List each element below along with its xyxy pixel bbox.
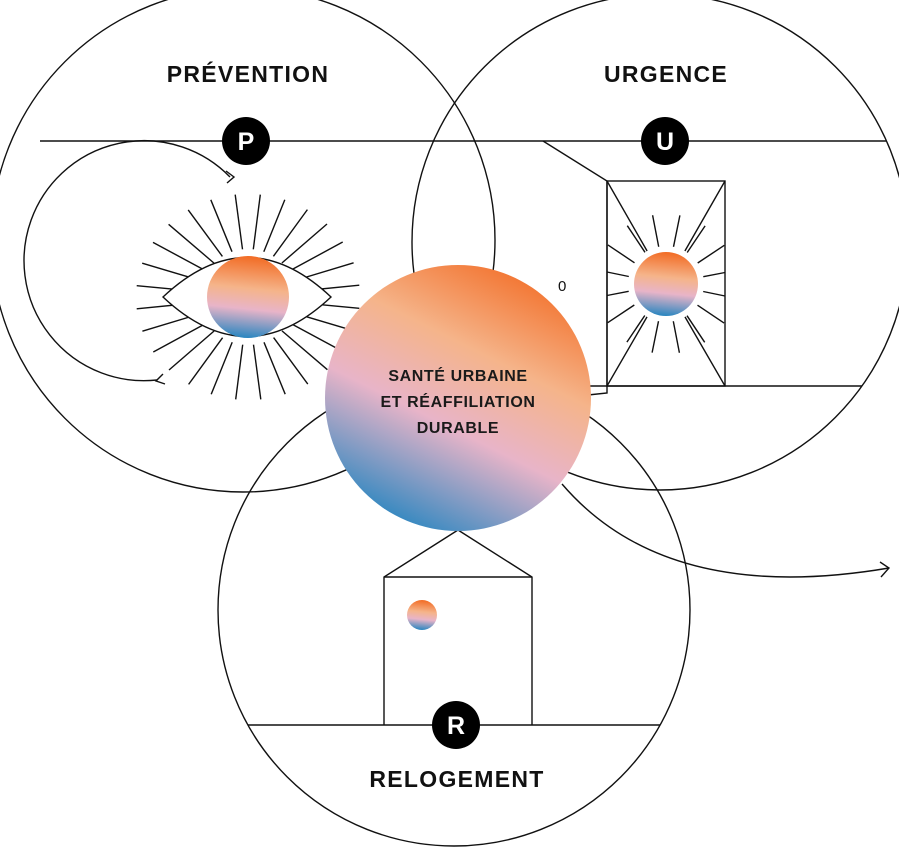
- center-label-line-3: DURABLE: [417, 420, 499, 437]
- eye-iris-gradient: [207, 256, 289, 338]
- eye-ray: [152, 241, 208, 273]
- eye-ray: [273, 337, 309, 385]
- sun-ray: [607, 244, 635, 264]
- eye-ray: [188, 337, 224, 385]
- sun-ray: [606, 271, 629, 278]
- prevention-title: PRÉVENTION: [167, 60, 330, 87]
- eye-ray: [235, 344, 244, 400]
- sun-ray: [672, 321, 681, 353]
- eye-ray: [288, 241, 344, 273]
- window-diagonal: [606, 316, 648, 387]
- eye-ray: [252, 194, 261, 250]
- eye-ray: [152, 321, 208, 353]
- house-outline: [383, 529, 533, 725]
- center-circle: [325, 265, 591, 531]
- urgence-badge-letter: U: [656, 128, 674, 156]
- sun-ray: [651, 321, 660, 353]
- relogement-title: RELOGEMENT: [369, 766, 544, 792]
- sun-gradient: [634, 252, 698, 316]
- eye-ray: [210, 199, 233, 252]
- relogement-badge-letter: R: [447, 712, 465, 740]
- eye-ray: [252, 344, 262, 400]
- eye-ray: [234, 194, 244, 250]
- relogement-badge: R: [432, 701, 480, 749]
- eye-rays: [136, 194, 360, 400]
- house-window-gradient: [407, 600, 437, 630]
- door-illustration: 0: [542, 140, 899, 396]
- eye-ray: [281, 330, 328, 371]
- urgence-title: URGENCE: [604, 61, 728, 87]
- sun-rays: [606, 180, 726, 387]
- eye-ray: [168, 223, 215, 264]
- sun-ray: [626, 315, 646, 343]
- eye-ray: [210, 342, 233, 395]
- eye-illustration: [23, 140, 360, 400]
- window-diagonal: [684, 180, 726, 252]
- eye-ray: [281, 223, 328, 264]
- prevention-circle: [0, 0, 496, 493]
- house-illustration: [383, 529, 533, 725]
- outgoing-arrow: [561, 483, 890, 578]
- sun-ray: [686, 315, 706, 343]
- sun-ray: [651, 215, 660, 247]
- rotation-arrow-path: [23, 140, 231, 382]
- rotation-arrow-top-head: [225, 170, 236, 184]
- sun-ray: [703, 290, 726, 297]
- eye-ray: [263, 342, 286, 395]
- prevention-badge-letter: P: [238, 128, 255, 156]
- eye-ray: [263, 199, 286, 252]
- eye-ray: [288, 321, 344, 353]
- center-label-line-1: SANTÉ URBAINE: [388, 366, 527, 385]
- urgence-circle: [411, 0, 899, 491]
- eye-ray: [187, 209, 223, 257]
- center-label-line-2: ET RÉAFFILIATION: [380, 392, 535, 411]
- door-handle-mark: 0: [558, 278, 566, 295]
- prevention-badge: P: [222, 117, 270, 165]
- sun-ray: [626, 225, 646, 253]
- sun-ray: [703, 271, 726, 278]
- window-diagonal: [684, 316, 726, 387]
- urgence-badge: U: [641, 117, 689, 165]
- sun-ray: [606, 290, 629, 297]
- eye-ray: [168, 330, 215, 371]
- sun-ray: [686, 225, 706, 253]
- eye-ray: [272, 209, 308, 257]
- window-diagonal: [606, 180, 648, 252]
- rotation-arrow-bottom-head: [154, 373, 166, 385]
- sun-ray: [672, 215, 681, 247]
- sun-ray: [697, 244, 725, 264]
- outgoing-arrow-head: [879, 561, 891, 578]
- sun-ray: [607, 304, 635, 324]
- sun-ray: [697, 304, 725, 324]
